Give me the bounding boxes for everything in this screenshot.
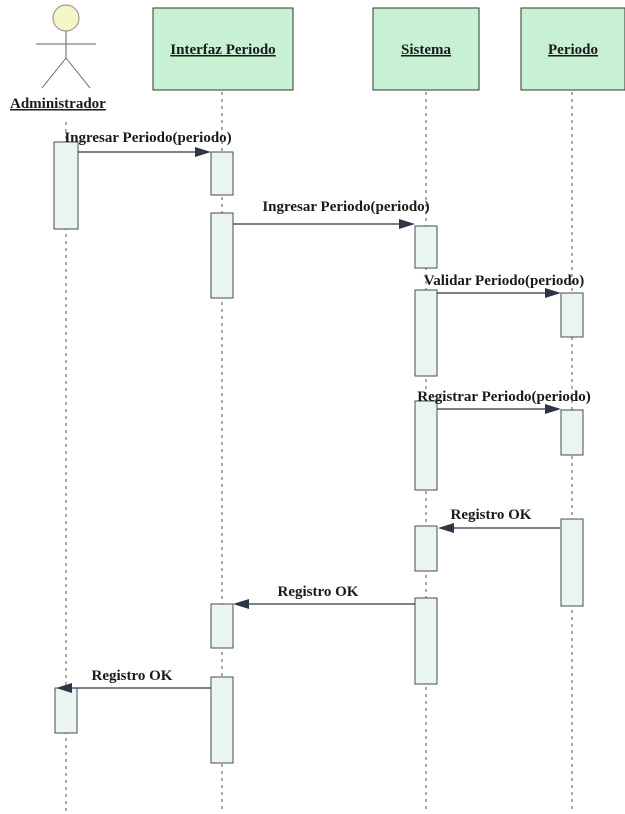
arrowhead-icon [438,523,454,533]
messages: Ingresar Periodo(periodo) Ingresar Period… [56,130,591,693]
activation-bar-per [560,292,584,338]
message-label-validar-periodo-periodo: Validar Periodo(periodo) [424,273,584,289]
activation-bar-sys [414,225,438,269]
activation-bar-per [560,518,584,607]
activation-bar-ui [210,212,234,299]
object-label-ui: Interfaz Periodo [170,42,275,58]
activation-bar-ui [210,151,234,196]
activation-bar-sys [414,525,438,572]
object-sys: Sistema [372,7,480,91]
activation-bars [53,141,584,764]
activation-bar-admin [53,141,79,230]
actor-admin: Administrador [10,4,106,112]
activation-bar-ui [210,603,234,649]
message-label-registro-ok: Registro OK [92,668,173,684]
message-3: Validar Periodo(periodo) [424,273,584,298]
actor-right-leg [65,57,91,89]
arrowhead-icon [195,147,211,157]
message-1: Ingresar Periodo(periodo) [64,130,232,157]
message-7: Registro OK [56,668,211,693]
arrowhead-icon [545,404,561,414]
activation-bar-sys [414,597,438,685]
actor-label-admin: Administrador [10,96,106,112]
message-label-registro-ok: Registro OK [278,584,359,600]
message-4: Registrar Periodo(periodo) [417,389,591,414]
activation-bar-ui [210,676,234,764]
actor-head-icon [52,4,80,32]
actor-left-leg [41,57,67,89]
message-6: Registro OK [233,584,415,609]
object-box-sys [372,7,480,91]
message-5: Registro OK [438,507,560,533]
activation-bar-admin [54,687,78,734]
object-label-per: Periodo [548,42,598,58]
message-2: Ingresar Periodo(periodo) [233,199,430,229]
object-label-sys: Sistema [401,42,451,58]
message-label-registro-ok: Registro OK [451,507,532,523]
message-label-ingresar-periodo-periodo: Ingresar Periodo(periodo) [64,130,231,146]
participants: Administrador Interfaz Periodo Sistema Peri… [10,4,625,112]
activation-bar-sys [414,289,438,377]
object-box-ui [152,7,294,91]
activation-bar-per [560,409,584,456]
object-ui: Interfaz Periodo [152,7,294,91]
object-per: Periodo [520,7,625,91]
activation-bar-sys [414,400,438,491]
message-label-ingresar-periodo-periodo: Ingresar Periodo(periodo) [262,199,429,215]
arrowhead-icon [233,599,249,609]
message-label-registrar-periodo-periodo: Registrar Periodo(periodo) [417,389,590,405]
arrowhead-icon [56,683,72,693]
arrowhead-icon [545,288,561,298]
arrowhead-icon [399,219,415,229]
object-box-per [520,7,625,91]
